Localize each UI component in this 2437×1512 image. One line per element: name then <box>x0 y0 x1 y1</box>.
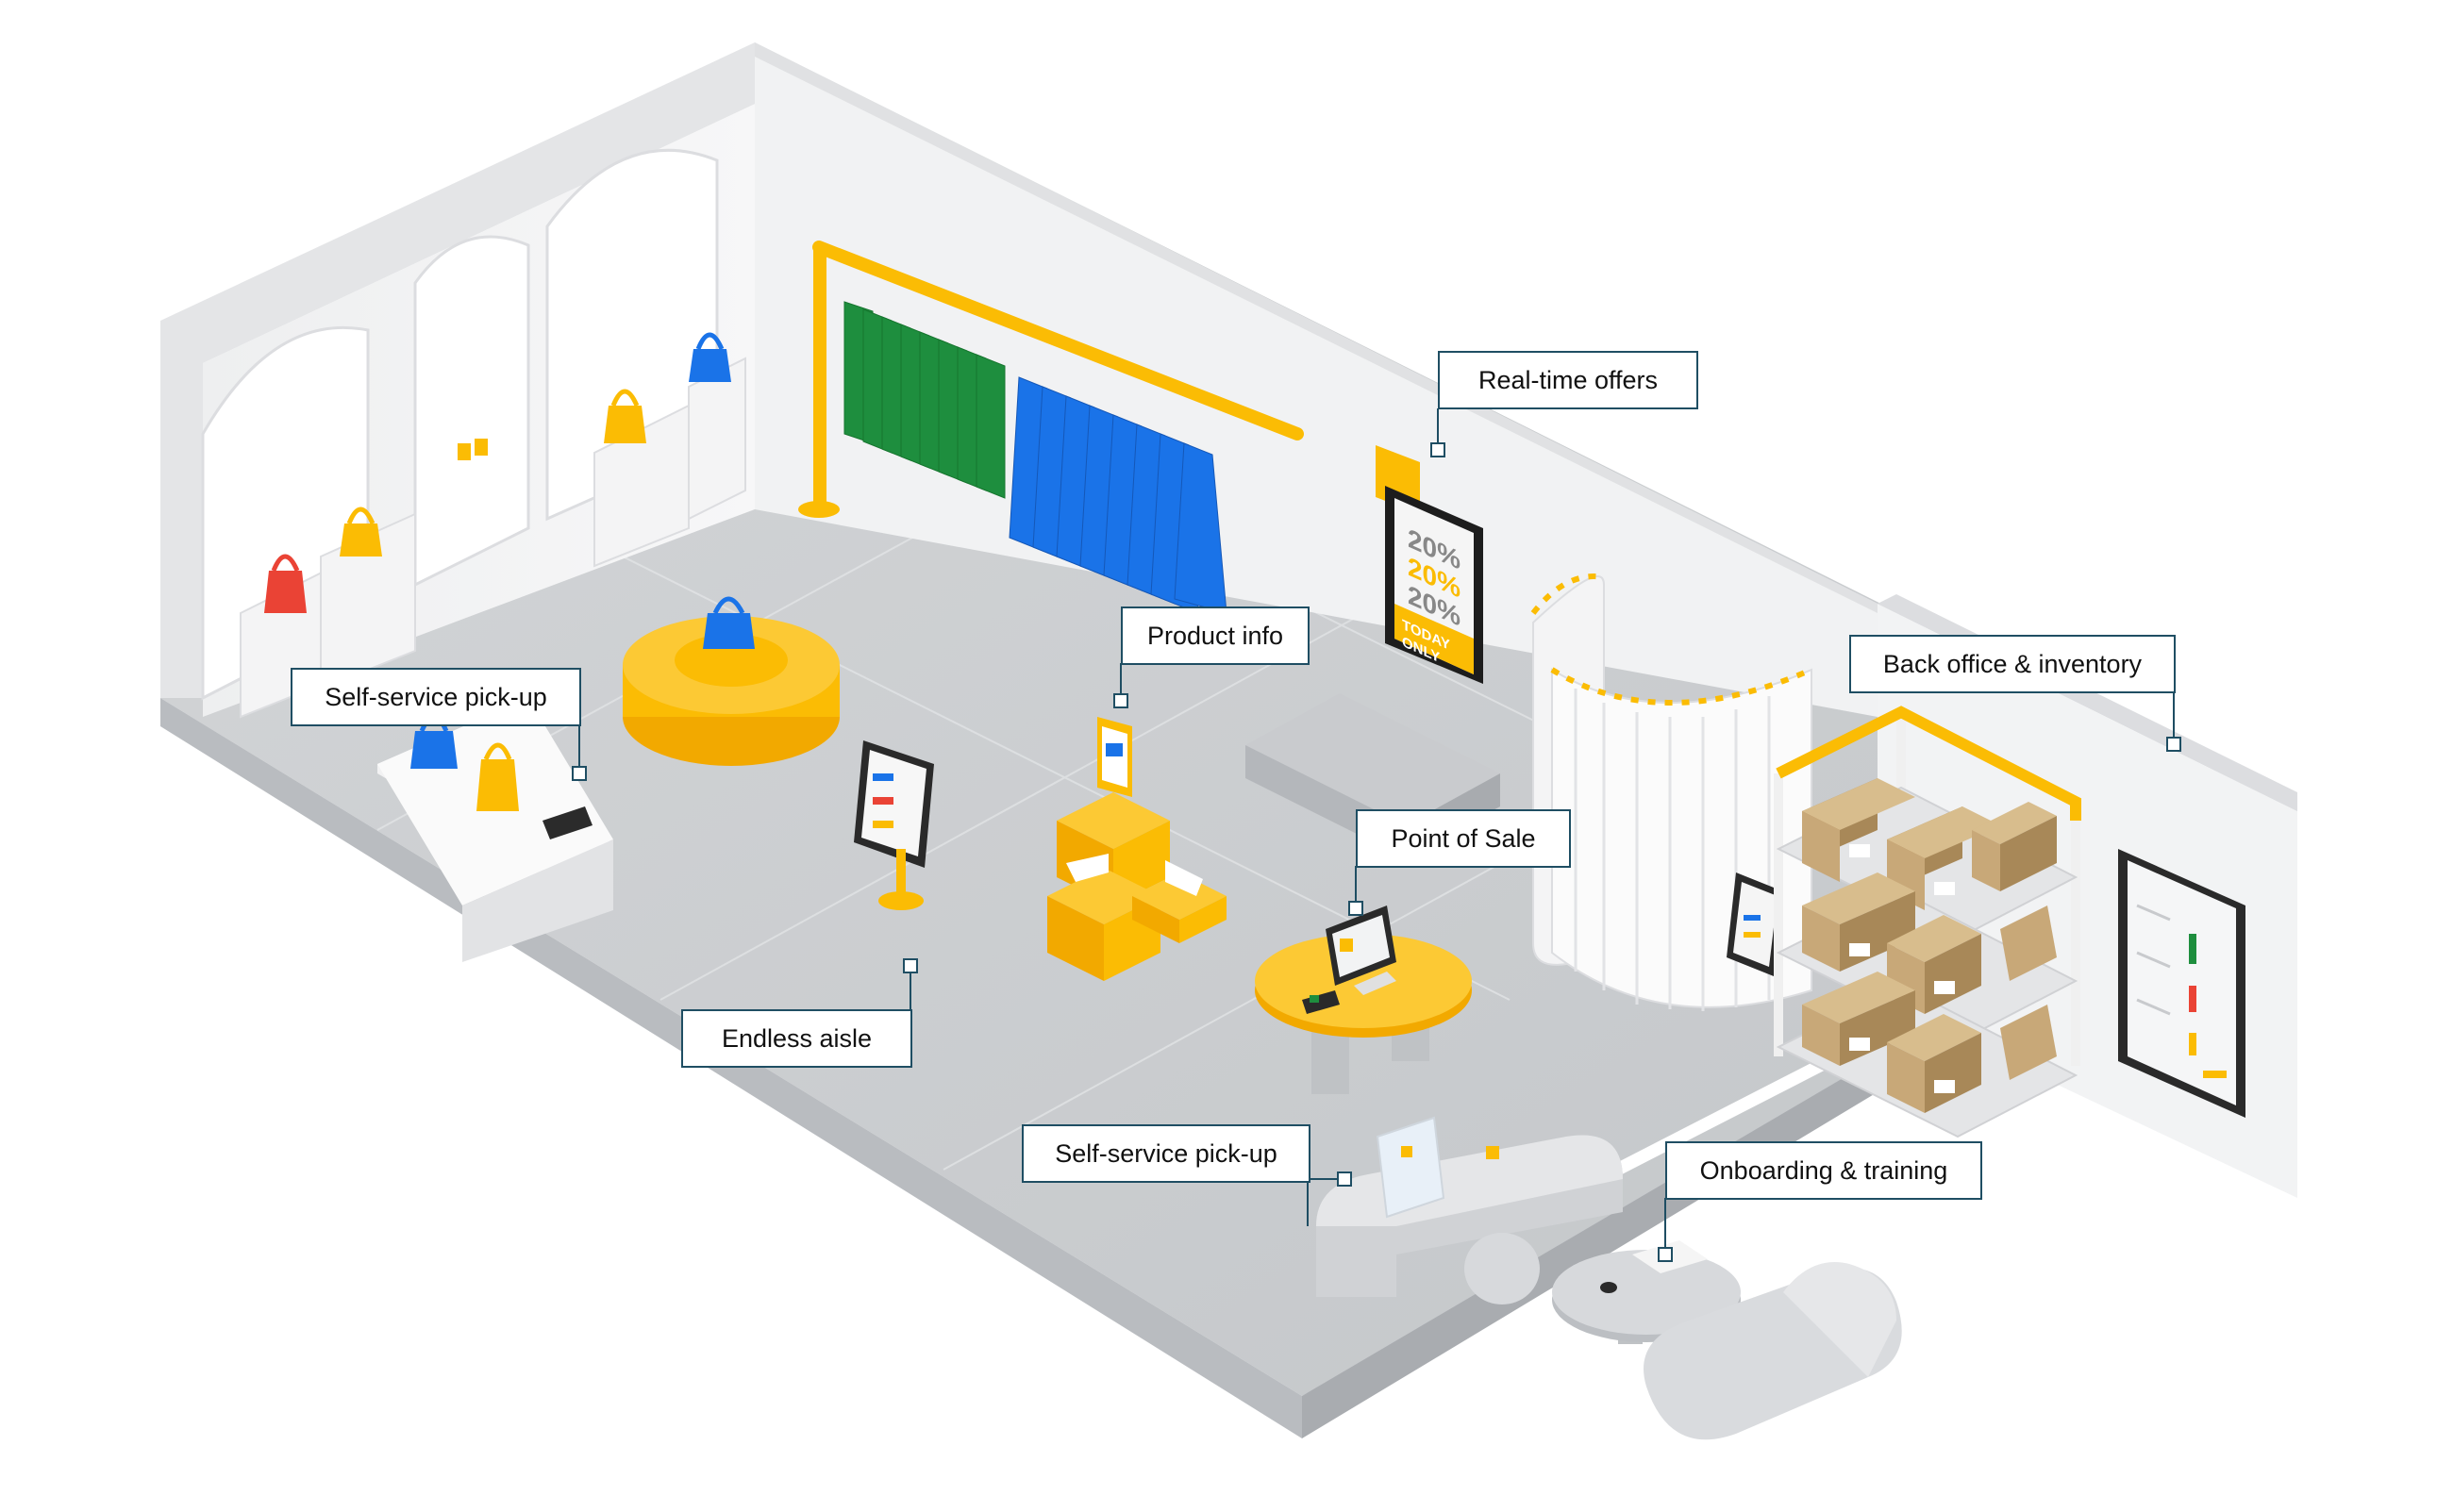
callout-self-service-pickup-front: Self-service pick-up <box>291 668 581 726</box>
endless-aisle-kiosk <box>854 740 934 910</box>
callout-realtime-offers: Real-time offers <box>1438 351 1698 409</box>
callout-back-office-inventory: Back office & inventory <box>1849 635 2176 693</box>
point-of-sale-table <box>1255 906 1472 1094</box>
inventory-dashboard <box>2118 849 2245 1118</box>
callout-self-service-pickup-back: Self-service pick-up <box>1022 1124 1310 1183</box>
boxes-top <box>1802 778 2057 910</box>
handbag-display <box>240 332 746 719</box>
inventory-shelf <box>1774 706 2081 1138</box>
clothing-rack <box>798 241 1304 614</box>
callout-point-of-sale: Point of Sale <box>1356 809 1571 868</box>
product-info-display <box>1047 717 1227 981</box>
offer-poster: 20% 20% 20% TODAY ONLY <box>1376 445 1483 684</box>
wall-tablet <box>1727 872 1783 976</box>
pickup-desk-back <box>1316 1116 1623 1304</box>
callout-endless-aisle: Endless aisle <box>681 1009 912 1068</box>
sofa <box>1644 1262 1902 1440</box>
callout-product-info: Product info <box>1121 606 1310 665</box>
pickup-counter-front <box>377 698 613 962</box>
callout-onboarding-training: Onboarding & training <box>1665 1141 1982 1200</box>
round-podium <box>623 596 840 766</box>
